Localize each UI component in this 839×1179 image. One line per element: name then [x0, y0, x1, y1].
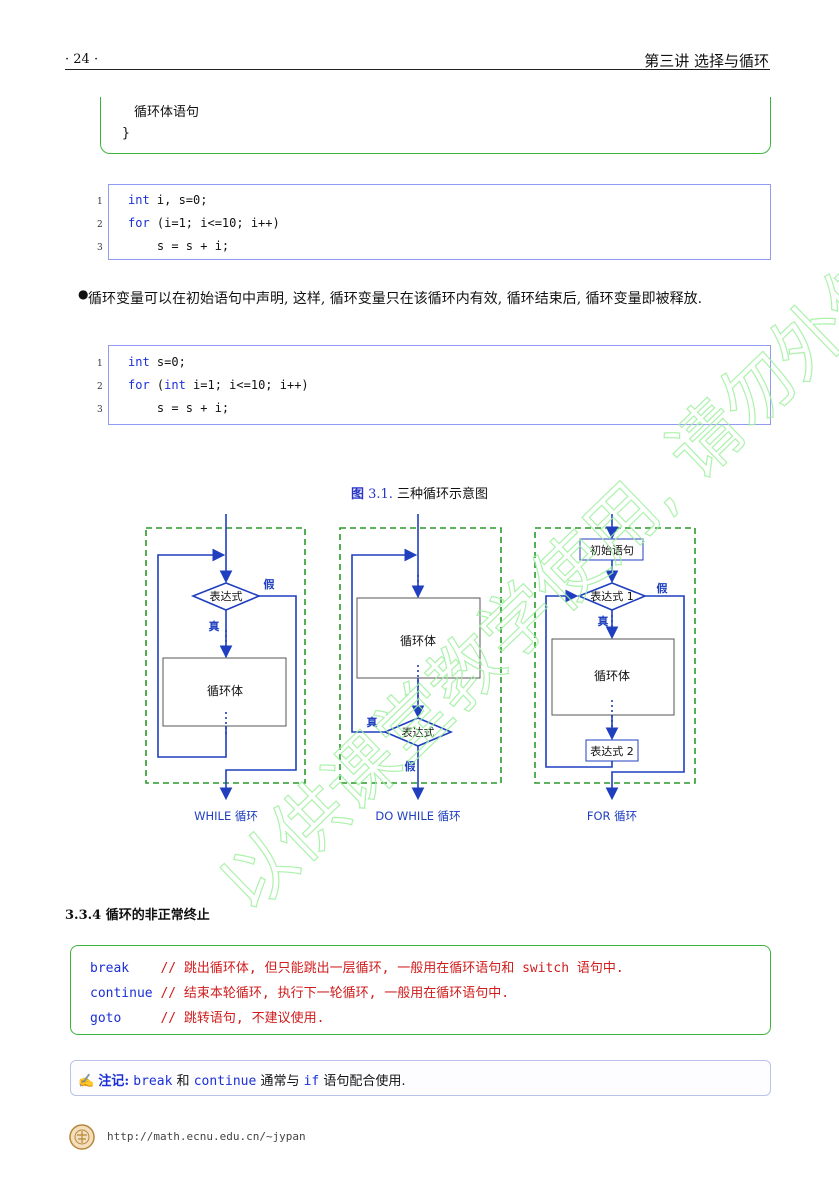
for-condition-text: 表达式 1	[590, 589, 634, 603]
note-keyword: if	[303, 1074, 320, 1089]
control-comment: // 结束本轮循环, 执行下一轮循环, 一般用在循环语句中.	[160, 986, 510, 1001]
header-rule	[65, 69, 770, 70]
while-body-text: 循环体	[207, 684, 243, 698]
code-text: i, s=0;	[149, 193, 208, 207]
control-keyword: continue	[90, 986, 153, 1001]
code-line: int s=0;	[128, 355, 186, 369]
note-keyword: continue	[193, 1074, 257, 1089]
for-body-box	[551, 638, 675, 716]
do-while-false-label: 假	[405, 759, 417, 773]
for-update-text: 表达式 2	[590, 744, 634, 758]
code-keyword: int	[164, 378, 186, 392]
footer-url: http://math.ecnu.edu.cn/~jypan	[107, 1130, 306, 1143]
for-true-label: 真	[598, 614, 609, 628]
code-line: for (i=1; i<=10; i++)	[128, 216, 280, 230]
control-line: goto // 跳转语句, 不建议使用.	[90, 1007, 324, 1026]
note-label: 注记:	[98, 1074, 130, 1089]
code-text: (i=1; i<=10; i++)	[149, 216, 280, 230]
code-text: (	[149, 378, 165, 392]
for-body-text: 循环体	[594, 669, 630, 683]
line-number: 1	[97, 359, 103, 369]
line-number: 3	[97, 405, 103, 415]
code-keyword: for	[128, 378, 150, 392]
code-keyword: int	[128, 355, 150, 369]
do-while-body-text: 循环体	[400, 634, 436, 648]
line-number: 1	[97, 197, 103, 207]
for-caption: FOR 循环	[587, 809, 637, 823]
for-init-text: 初始语句	[590, 543, 634, 557]
figure-title: 三种循环示意图	[397, 487, 489, 502]
note-text: 和	[172, 1074, 194, 1089]
section-heading: 3.3.4 循环的非正常终止	[65, 908, 210, 923]
figure-label: 图	[350, 487, 364, 502]
code-text: s=0;	[149, 355, 186, 369]
for-false-label: 假	[657, 581, 669, 595]
pencil-icon: ✍	[78, 1074, 95, 1089]
chapter-title: 第三讲 选择与循环	[644, 52, 769, 70]
line-number: 2	[97, 382, 103, 392]
do-while-body-box	[356, 597, 481, 679]
line-number: 2	[97, 220, 103, 230]
control-comment: // 跳转语句, 不建议使用.	[160, 1011, 325, 1026]
do-while-condition-text: 表达式	[402, 725, 435, 739]
spacer	[129, 961, 160, 976]
control-keyword: goto	[90, 1011, 122, 1026]
note-keyword: break	[133, 1074, 173, 1089]
control-line: continue // 结束本轮循环, 执行下一轮循环, 一般用在循环语句中.	[90, 982, 509, 1001]
code-line: s = s + i;	[128, 239, 230, 253]
code-keyword: for	[128, 216, 150, 230]
code-text: i=1; i<=10; i++)	[185, 378, 309, 392]
university-logo-icon	[69, 1124, 95, 1150]
control-keyword: break	[90, 961, 130, 976]
note-text: 通常与	[256, 1074, 304, 1089]
while-condition-text: 表达式	[210, 589, 243, 603]
code-line: for (int i=1; i<=10; i++)	[128, 378, 309, 392]
figure-number: 3.1.	[368, 487, 393, 502]
bullet-marker: ●	[78, 287, 89, 301]
while-true-label: 真	[209, 619, 220, 633]
do-while-caption: DO WHILE 循环	[375, 809, 460, 823]
control-comment: // 跳出循环体, 但只能跳出一层循环, 一般用在循环语句和 switch 语句…	[160, 961, 624, 976]
do-while-frame	[339, 527, 502, 784]
code-block-2	[108, 345, 771, 425]
while-false-label: 假	[264, 577, 276, 591]
syntax-box	[100, 97, 771, 154]
code-line: int i, s=0;	[128, 193, 207, 207]
while-caption: WHILE 循环	[194, 809, 258, 823]
syntax-close-brace: }	[122, 126, 130, 141]
page-number: · 24 ·	[65, 52, 99, 67]
syntax-body-line: 循环体语句	[134, 105, 200, 120]
bullet-text: 循环变量可以在初始语句中声明, 这样, 循环变量只在该循环内有效, 循环结束后,…	[88, 291, 703, 307]
note-line: ✍ 注记: break 和 continue 通常与 if 语句配合使用.	[78, 1070, 406, 1089]
figure-caption: 图 3.1. 三种循环示意图	[0, 483, 839, 502]
line-number: 3	[97, 243, 103, 253]
control-line: break // 跳出循环体, 但只能跳出一层循环, 一般用在循环语句和 swi…	[90, 957, 624, 976]
do-while-true-label: 真	[367, 715, 378, 729]
while-body-box	[162, 657, 287, 727]
code-line: s = s + i;	[128, 401, 230, 415]
note-box	[70, 1060, 771, 1096]
note-text: 语句配合使用.	[319, 1074, 406, 1089]
code-block-1	[108, 184, 771, 260]
spacer	[121, 1011, 160, 1026]
control-statements-box	[70, 945, 771, 1035]
code-keyword: int	[128, 193, 150, 207]
